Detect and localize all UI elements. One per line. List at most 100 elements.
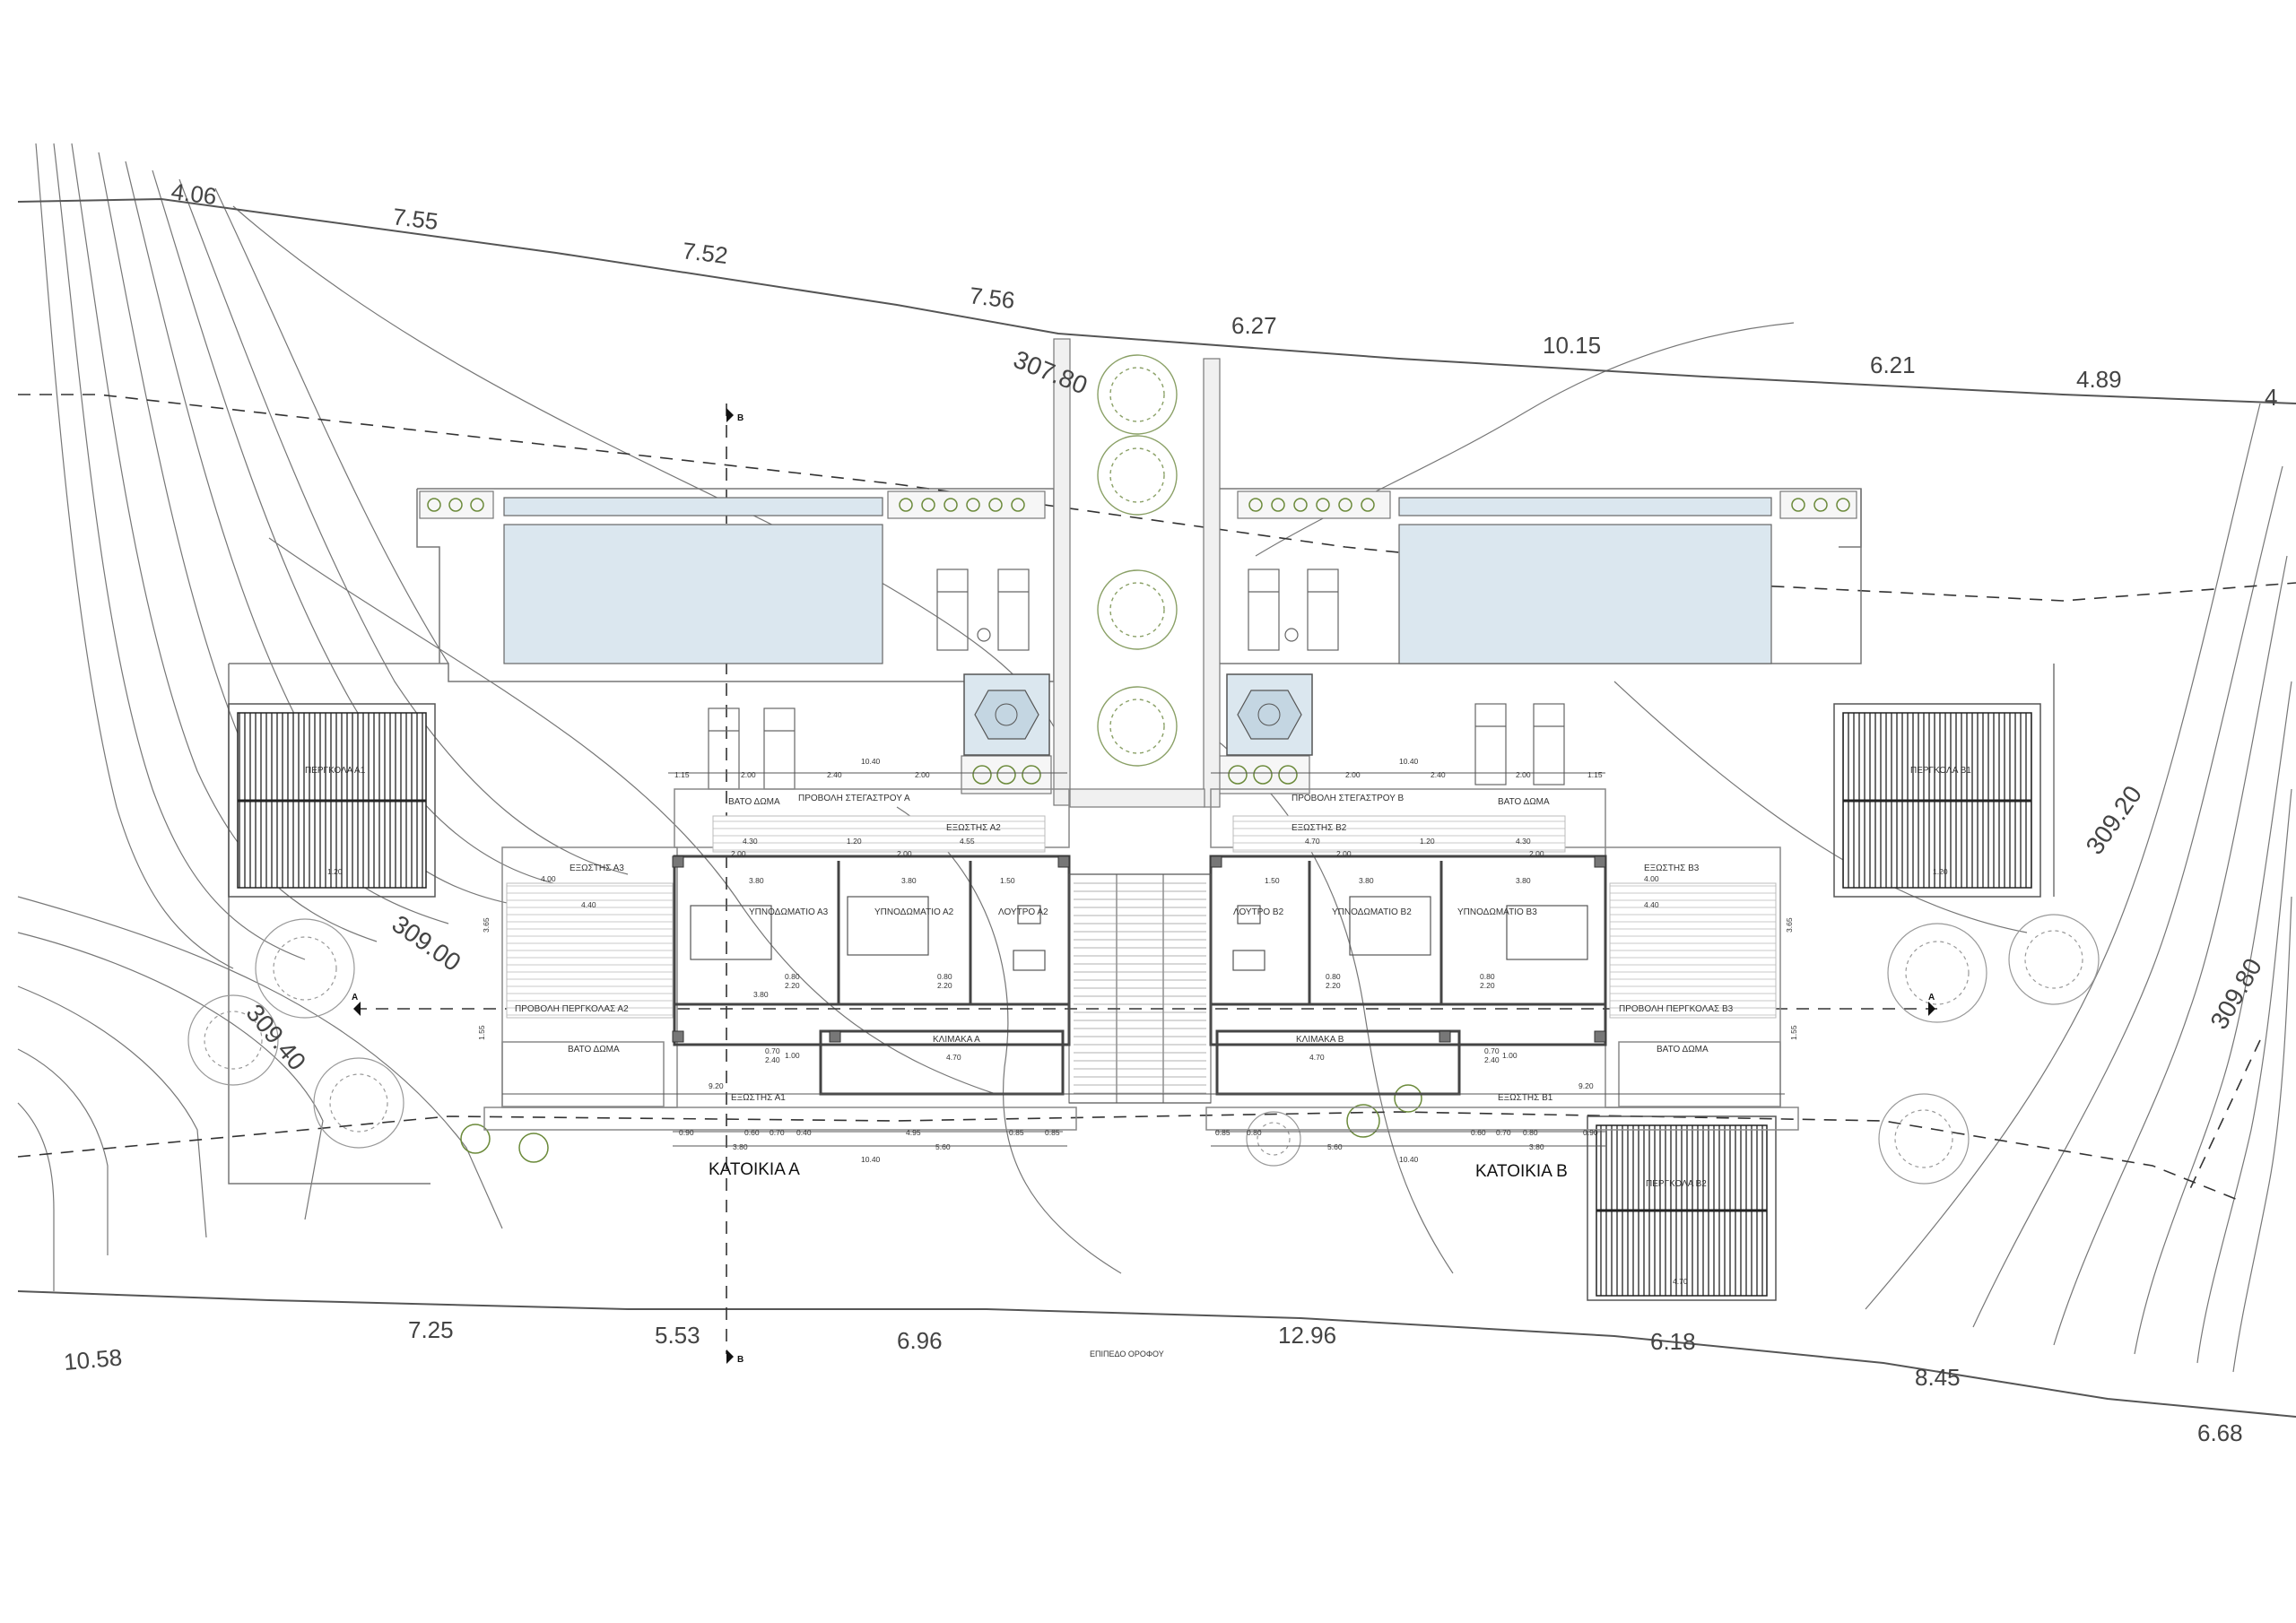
room-label: ΚΛΙΜΑΚΑ Α — [933, 1035, 980, 1045]
dist-label: 4.06 — [170, 178, 218, 210]
dim-label: 10.40 — [1399, 757, 1419, 766]
dim-label: 0.80 — [1247, 1128, 1262, 1137]
dim-label: 1.55 — [1789, 1025, 1798, 1040]
dist-label: 12.96 — [1278, 1322, 1336, 1349]
planter-shrubs — [427, 498, 1850, 1163]
dist-label: 7.25 — [408, 1316, 454, 1343]
contour-label: 307.80 — [1010, 345, 1091, 400]
drawing-title: ΕΠΙΠΕΔΟ ΟΡΟΦΟΥ — [1090, 1350, 1164, 1358]
contour-label: 309.00 — [387, 910, 466, 977]
room-label: ΠΡΟΒΟΛΗ ΠΕΡΓΚΟΛΑΣ Α2 — [515, 1004, 629, 1014]
dim-label: 3.80 — [753, 990, 769, 999]
room-label: ΒΑΤΟ ΔΩΜΑ — [1498, 797, 1550, 807]
dist-label: 6.21 — [1870, 352, 1916, 378]
room-label: ΕΞΩΣΤΗΣ Α2 — [946, 823, 1001, 833]
room-label: ΛΟΥΤΡΟ Α2 — [998, 907, 1048, 917]
dim-label: 10.40 — [1399, 1155, 1419, 1164]
dist-label: 7.56 — [968, 282, 1016, 314]
room-label: ΕΞΩΣΤΗΣ Β3 — [1644, 864, 1700, 873]
house-a-walls — [673, 855, 1071, 1096]
dim-label: 2.00 — [1336, 849, 1352, 858]
house-b-walls — [1209, 855, 1607, 1096]
jacuzzi-a — [963, 673, 1050, 756]
room-label: ΕΞΩΣΤΗΣ Α1 — [731, 1093, 786, 1103]
dim-label: 3.80 — [733, 1142, 748, 1151]
dim-label: 3.65 — [482, 917, 491, 933]
house-titles: ΚΑΤΟΙΚΙΑ Α ΚΑΤΟΙΚΙΑ Β ΕΠΙΠΕΔΟ ΟΡΟΦΟΥ — [709, 1160, 1568, 1358]
house-a-title: ΚΑΤΟΙΚΙΑ Α — [709, 1160, 800, 1179]
room-label: ΛΟΥΤΡΟ Β2 — [1233, 907, 1284, 917]
room-labels: ΠΕΡΓΚΟΛΑ Α1 ΠΕΡΓΚΟΛΑ Β1 ΠΕΡΓΚΟΛΑ Β2 ΒΑΤΟ… — [305, 766, 1971, 1189]
dim-label: 0.60 — [1471, 1128, 1486, 1137]
dim-label: 4.30 — [743, 837, 758, 846]
dim-label: 2.00 — [1345, 770, 1361, 779]
dist-label: 4 — [2265, 384, 2277, 411]
dim-label: 4.70 — [1673, 1277, 1688, 1286]
room-label: ΕΞΩΣΤΗΣ Β2 — [1292, 823, 1347, 833]
dim-label: 2.40 — [765, 1055, 780, 1064]
dim-label: 3.65 — [1785, 917, 1794, 933]
boundary-distance-labels: 4.06 7.55 7.52 7.56 6.27 10.15 6.21 4.89… — [63, 178, 2278, 1446]
dim-label: 1.20 — [327, 867, 343, 876]
dim-label: 4.30 — [1516, 837, 1531, 846]
dim-label: 2.40 — [1431, 770, 1446, 779]
dim-label: 0.85 — [1215, 1128, 1231, 1137]
dim-label: 2.00 — [915, 770, 930, 779]
room-label: ΠΡΟΒΟΛΗ ΣΤΕΓΑΣΤΡΟΥ Α — [798, 794, 910, 803]
dist-label: 7.55 — [391, 203, 439, 235]
dist-label: 10.58 — [63, 1343, 123, 1376]
room-label: ΒΑΤΟ ΔΩΜΑ — [728, 797, 780, 807]
dist-label: 8.45 — [1915, 1364, 1961, 1391]
room-label: ΚΛΙΜΑΚΑ Β — [1296, 1035, 1344, 1045]
dim-label: 5.60 — [935, 1142, 951, 1151]
room-label: ΥΠΝΟΔΩΜΑΤΙΟ Α3 — [749, 907, 829, 917]
dim-label: 4.40 — [1644, 900, 1659, 909]
dim-label: 3.80 — [1529, 1142, 1544, 1151]
dim-label: 1.20 — [1933, 867, 1948, 876]
section-markers — [353, 408, 1935, 1364]
dim-label: 0.80 — [1523, 1128, 1538, 1137]
dim-label: 2.00 — [741, 770, 756, 779]
dim-label: 3.80 — [901, 876, 917, 885]
room-label: ΥΠΝΟΔΩΜΑΤΙΟ Α2 — [874, 907, 954, 917]
dim-label: 0.90 — [1583, 1128, 1598, 1137]
pergola-b2 — [1587, 1115, 1777, 1301]
dim-label: 0.85 — [1045, 1128, 1060, 1137]
dim-label: 2.20 — [785, 981, 800, 990]
room-label: ΠΡΟΒΟΛΗ ΠΕΡΓΚΟΛΑΣ Β3 — [1619, 1004, 1734, 1014]
dim-label: 0.40 — [796, 1128, 812, 1137]
dim-label: 3.80 — [749, 876, 764, 885]
dim-label: 4.70 — [946, 1053, 961, 1062]
dim-label: 0.70 — [770, 1128, 785, 1137]
dim-label: 4.70 — [1305, 837, 1320, 846]
dim-label: 2.20 — [1480, 981, 1495, 990]
pool-a — [503, 497, 883, 664]
contour-label: 309.20 — [2081, 781, 2148, 860]
dist-label: 7.52 — [681, 237, 729, 269]
section-a-left: A — [352, 993, 358, 1002]
dist-label: 6.68 — [2197, 1419, 2243, 1446]
dim-label: 2.00 — [1516, 770, 1531, 779]
dim-label: 1.20 — [847, 837, 862, 846]
central-garden-path — [1053, 338, 1221, 808]
dim-label: 1.55 — [477, 1025, 486, 1040]
dim-label: 0.85 — [1009, 1128, 1024, 1137]
dim-label: 1.00 — [785, 1051, 800, 1060]
central-trees — [1097, 354, 1178, 767]
dim-label: 0.70 — [765, 1046, 780, 1055]
dim-label: 0.80 — [937, 972, 952, 981]
jacuzzi-b — [1226, 673, 1313, 756]
dim-label: 4.55 — [960, 837, 975, 846]
room-label: ΠΕΡΓΚΟΛΑ Β1 — [1910, 766, 1971, 776]
dim-label: 1.50 — [1265, 876, 1280, 885]
room-label: ΠΕΡΓΚΟΛΑ Β2 — [1646, 1179, 1707, 1189]
dim-label: 9.20 — [709, 1081, 724, 1090]
dim-label: 4.00 — [541, 874, 556, 883]
room-label: ΥΠΝΟΔΩΜΑΤΙΟ Β3 — [1457, 907, 1537, 917]
dist-label: 5.53 — [655, 1322, 700, 1349]
dim-label: 0.80 — [1326, 972, 1341, 981]
dim-label: 3.80 — [1359, 876, 1374, 885]
dim-label: 10.40 — [861, 1155, 881, 1164]
balcony-decks — [506, 815, 1777, 1019]
